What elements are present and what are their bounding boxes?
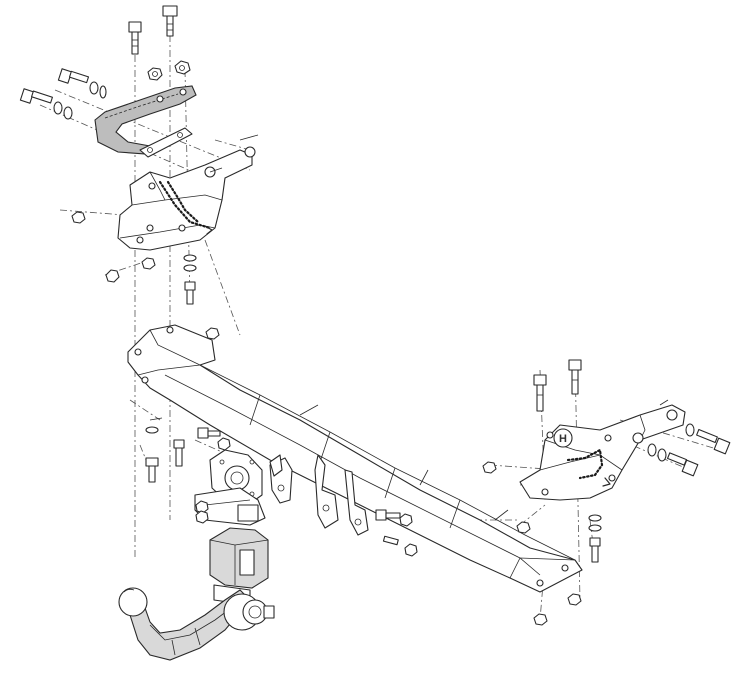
marker-h-label: H [559,433,567,445]
flat-strap [139,127,193,158]
right-side-bolts [647,423,731,477]
center-bolts [375,509,418,557]
washer-stack-left [141,254,197,305]
tow-ball [118,587,148,617]
right-lower-fasteners [482,461,602,626]
locking-collar [223,593,275,631]
marker-h: H [553,428,573,448]
left-lower-fasteners [145,327,231,483]
nut-left-2 [105,269,120,283]
towball-mounting-bracket [194,487,266,526]
nut-left-1 [71,211,86,224]
main-crossbar [127,324,583,593]
bolt-side-1 [57,68,107,99]
nut-top-2 [174,60,191,75]
bolt-top-2 [162,5,178,37]
bolt-top-1 [128,21,142,55]
bolt-side-2 [19,88,73,120]
nut-top-1 [147,67,163,81]
highlighted-reinforcement-bracket [94,85,197,155]
leader-lines [149,134,669,521]
left-mount-bracket [117,146,256,251]
right-bolts-top [533,359,582,412]
